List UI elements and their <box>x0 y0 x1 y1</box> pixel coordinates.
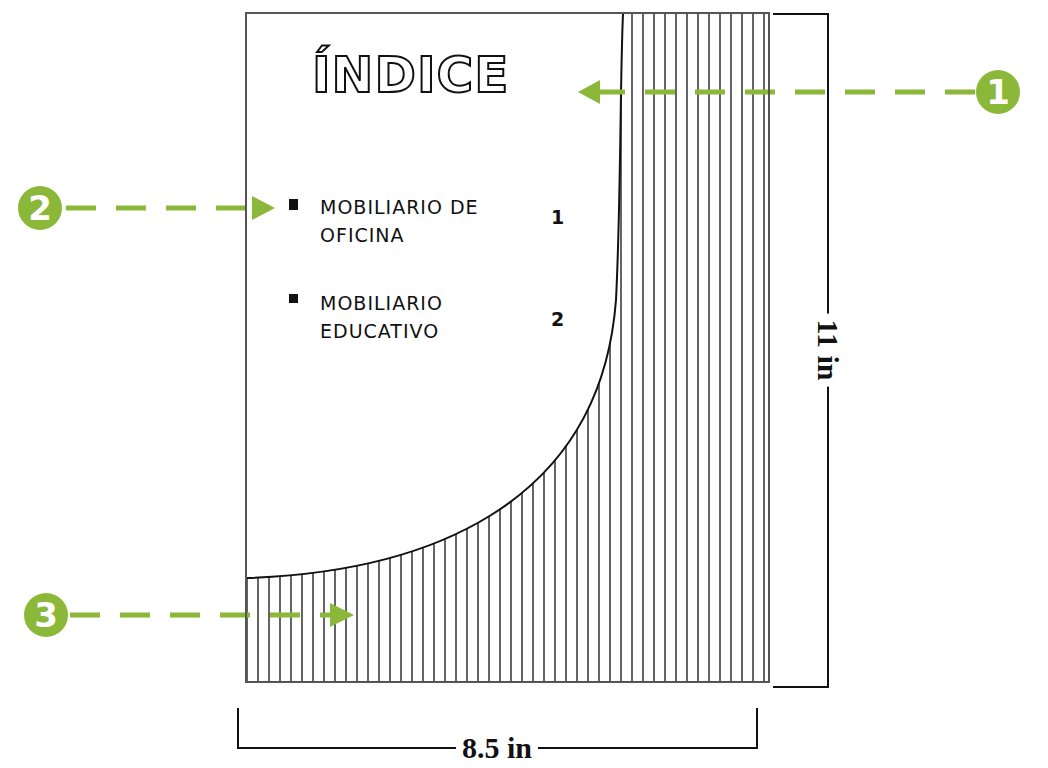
index-entry: MOBILIARIO EDUCATIVO <box>320 290 480 345</box>
page-sheet: ÍNDICE MOBILIARIO DE OFICINA 1MOBILIARIO E… <box>245 12 770 683</box>
callout-circle: 3 <box>24 593 68 637</box>
page-number: 1 <box>551 206 564 228</box>
dimension-label: 8.5 in <box>456 731 538 765</box>
leader-arrow <box>66 206 262 211</box>
callout-circle: 1 <box>976 70 1020 114</box>
index-entry: MOBILIARIO DE OFICINA <box>320 194 480 249</box>
leader-arrow <box>70 613 338 618</box>
bullet <box>289 294 298 303</box>
arrow-head <box>330 603 354 627</box>
callout-number: 1 <box>986 72 1010 112</box>
page-number: 2 <box>551 308 564 330</box>
callout-circle: 2 <box>18 186 62 230</box>
leader-arrow <box>590 90 975 95</box>
hatched-region <box>247 14 768 681</box>
curve-edge <box>247 14 623 578</box>
callout-number: 2 <box>28 188 52 228</box>
dimension-label: 11 in <box>811 314 845 387</box>
callout-number: 3 <box>34 595 58 635</box>
arrow-head <box>252 196 275 220</box>
page-heading: ÍNDICE <box>312 48 509 103</box>
bullet <box>289 199 298 210</box>
arrow-head <box>578 80 600 104</box>
